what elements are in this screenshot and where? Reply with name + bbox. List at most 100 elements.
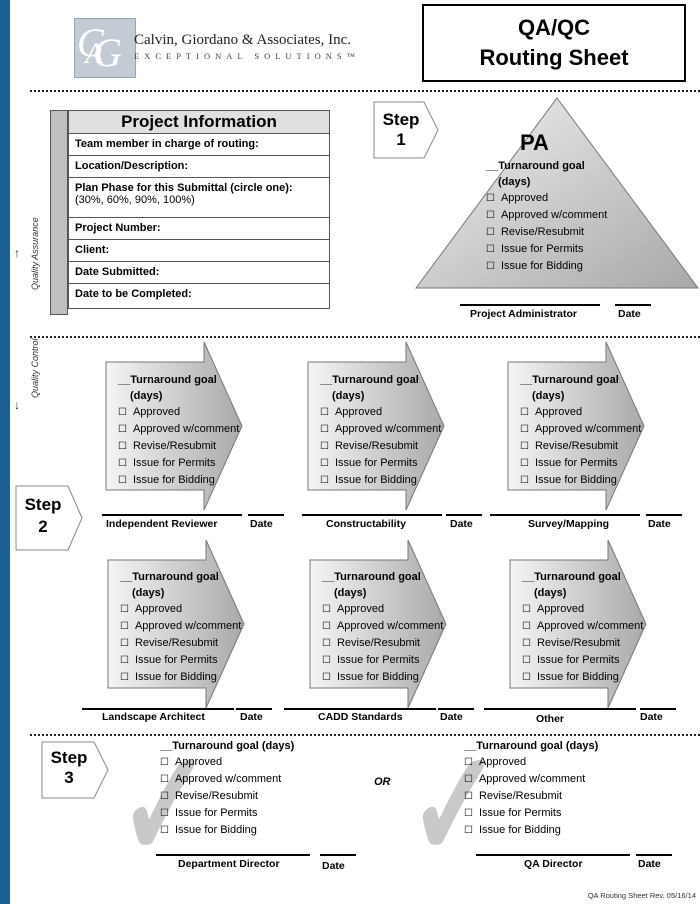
option-approved[interactable]: Approved (320, 404, 441, 421)
step-3-word: Step (50, 748, 88, 767)
goal-days: (days) (332, 390, 365, 402)
reviewer-checklist-2: __Turnaround goal (days) Approved Approv… (320, 372, 441, 489)
pa-option-permits[interactable]: Issue for Permits (486, 241, 607, 258)
pa-goal-line: __Turnaround goal (486, 160, 585, 172)
option-revise[interactable]: Revise/Resubmit (522, 635, 643, 652)
info-bevel (50, 110, 68, 315)
option-approved[interactable]: Approved (322, 601, 443, 618)
revision-note: QA Routing Sheet Rev. 05/16/14 (587, 891, 696, 900)
arrow-down-icon: ↓ (14, 398, 20, 412)
signature-line-1 (102, 514, 242, 516)
option-permits[interactable]: Issue for Permits (520, 455, 641, 472)
director-checklist: __Turnaround goal (days) Approved Approv… (160, 738, 294, 839)
option-revise[interactable]: Revise/Resubmit (118, 438, 239, 455)
date-line-3 (646, 514, 682, 516)
option-approved[interactable]: Approved (120, 601, 241, 618)
goal-days: (days) (130, 390, 163, 402)
option-bidding[interactable]: Issue for Bidding (322, 669, 443, 686)
pa-option-revise[interactable]: Revise/Resubmit (486, 224, 607, 241)
option-bidding[interactable]: Issue for Bidding (464, 822, 598, 839)
title-line-1: QA/QC (517, 15, 591, 40)
section-divider-3 (30, 734, 700, 736)
pa-date-line (615, 304, 651, 306)
option-approved[interactable]: Approved (522, 601, 643, 618)
reviewer-name-4: Landscape Architect (102, 711, 205, 723)
signature-line-6 (484, 708, 636, 710)
option-revise[interactable]: Revise/Resubmit (320, 438, 441, 455)
option-revise[interactable]: Revise/Resubmit (160, 788, 294, 805)
director-date-line (320, 854, 356, 856)
option-approved-comment[interactable]: Approved w/comment (320, 421, 441, 438)
signature-line-2 (302, 514, 442, 516)
option-approved-comment[interactable]: Approved w/comment (522, 618, 643, 635)
info-row-date-submitted: Date Submitted: (68, 262, 330, 284)
project-info-table: Project Information Team member in charg… (68, 110, 330, 309)
date-line-4 (236, 708, 272, 710)
date-line-2 (446, 514, 482, 516)
option-approved[interactable]: Approved (464, 754, 598, 771)
reviewer-date-5: Date (440, 711, 463, 723)
reviewer-name-2: Constructability (326, 518, 406, 530)
option-revise[interactable]: Revise/Resubmit (322, 635, 443, 652)
director-signature-line (156, 854, 310, 856)
date-line-1 (248, 514, 284, 516)
reviewer-checklist-1: __Turnaround goal (days) Approved Approv… (118, 372, 239, 489)
routing-sheet-page: C G A Calvin, Giordano & Associates, Inc… (10, 0, 700, 904)
quality-assurance-label: Quality Assurance (30, 217, 40, 290)
reviewer-name-1: Independent Reviewer (106, 518, 218, 530)
option-approved-comment[interactable]: Approved w/comment (160, 771, 294, 788)
reviewer-name-5: CADD Standards (318, 711, 403, 723)
date-line-6 (640, 708, 676, 710)
company-tagline: EXCEPTIONAL SOLUTIONS™ (134, 51, 360, 61)
signature-line-5 (284, 708, 436, 710)
option-approved[interactable]: Approved (160, 754, 294, 771)
option-bidding[interactable]: Issue for Bidding (320, 472, 441, 489)
option-approved-comment[interactable]: Approved w/comment (520, 421, 641, 438)
pa-option-bidding[interactable]: Issue for Bidding (486, 258, 607, 275)
step-2-number: 2 (38, 517, 48, 536)
option-permits[interactable]: Issue for Permits (320, 455, 441, 472)
option-permits[interactable]: Issue for Permits (464, 805, 598, 822)
goal-line: __Turnaround goal (320, 374, 419, 386)
goal-line: __Turnaround goal (520, 374, 619, 386)
option-bidding[interactable]: Issue for Bidding (118, 472, 239, 489)
pa-option-approved[interactable]: Approved (486, 190, 607, 207)
reviewer-name-6: Other (536, 713, 565, 725)
option-permits[interactable]: Issue for Permits (160, 805, 294, 822)
option-permits[interactable]: Issue for Permits (120, 652, 241, 669)
option-bidding[interactable]: Issue for Bidding (160, 822, 294, 839)
option-approved-comment[interactable]: Approved w/comment (322, 618, 443, 635)
option-revise[interactable]: Revise/Resubmit (464, 788, 598, 805)
goal-days: (days) (132, 587, 165, 599)
reviewer-date-4: Date (240, 711, 263, 723)
option-permits[interactable]: Issue for Permits (322, 652, 443, 669)
goal-line: __Turnaround goal (322, 571, 421, 583)
option-approved[interactable]: Approved (118, 404, 239, 421)
pa-date-label: Date (618, 308, 641, 320)
goal-days: (days) (532, 390, 565, 402)
option-bidding[interactable]: Issue for Bidding (520, 472, 641, 489)
option-revise[interactable]: Revise/Resubmit (520, 438, 641, 455)
option-permits[interactable]: Issue for Permits (118, 455, 239, 472)
date-line-5 (438, 708, 474, 710)
option-approved-comment[interactable]: Approved w/comment (118, 421, 239, 438)
company-logo: C G A (74, 18, 136, 78)
pa-checklist: __Turnaround goal (days) Approved Approv… (486, 158, 607, 275)
goal-line: __Turnaround goal (120, 571, 219, 583)
qa-director-checklist: __Turnaround goal (days) Approved Approv… (464, 738, 598, 839)
step-1-label: Step 1 (376, 110, 426, 150)
pa-option-approved-comment[interactable]: Approved w/comment (486, 207, 607, 224)
step-1-marker (373, 101, 439, 159)
option-approved-comment[interactable]: Approved w/comment (464, 771, 598, 788)
option-approved-comment[interactable]: Approved w/comment (120, 618, 241, 635)
option-approved[interactable]: Approved (520, 404, 641, 421)
option-bidding[interactable]: Issue for Bidding (522, 669, 643, 686)
qa-director-signature-label: QA Director (524, 858, 583, 870)
option-bidding[interactable]: Issue for Bidding (120, 669, 241, 686)
step-2-marker (15, 485, 83, 551)
goal-line: __Turnaround goal (118, 374, 217, 386)
step-3-number: 3 (64, 768, 74, 787)
option-permits[interactable]: Issue for Permits (522, 652, 643, 669)
option-revise[interactable]: Revise/Resubmit (120, 635, 241, 652)
info-row-date-completed: Date to be Completed: (68, 284, 330, 309)
